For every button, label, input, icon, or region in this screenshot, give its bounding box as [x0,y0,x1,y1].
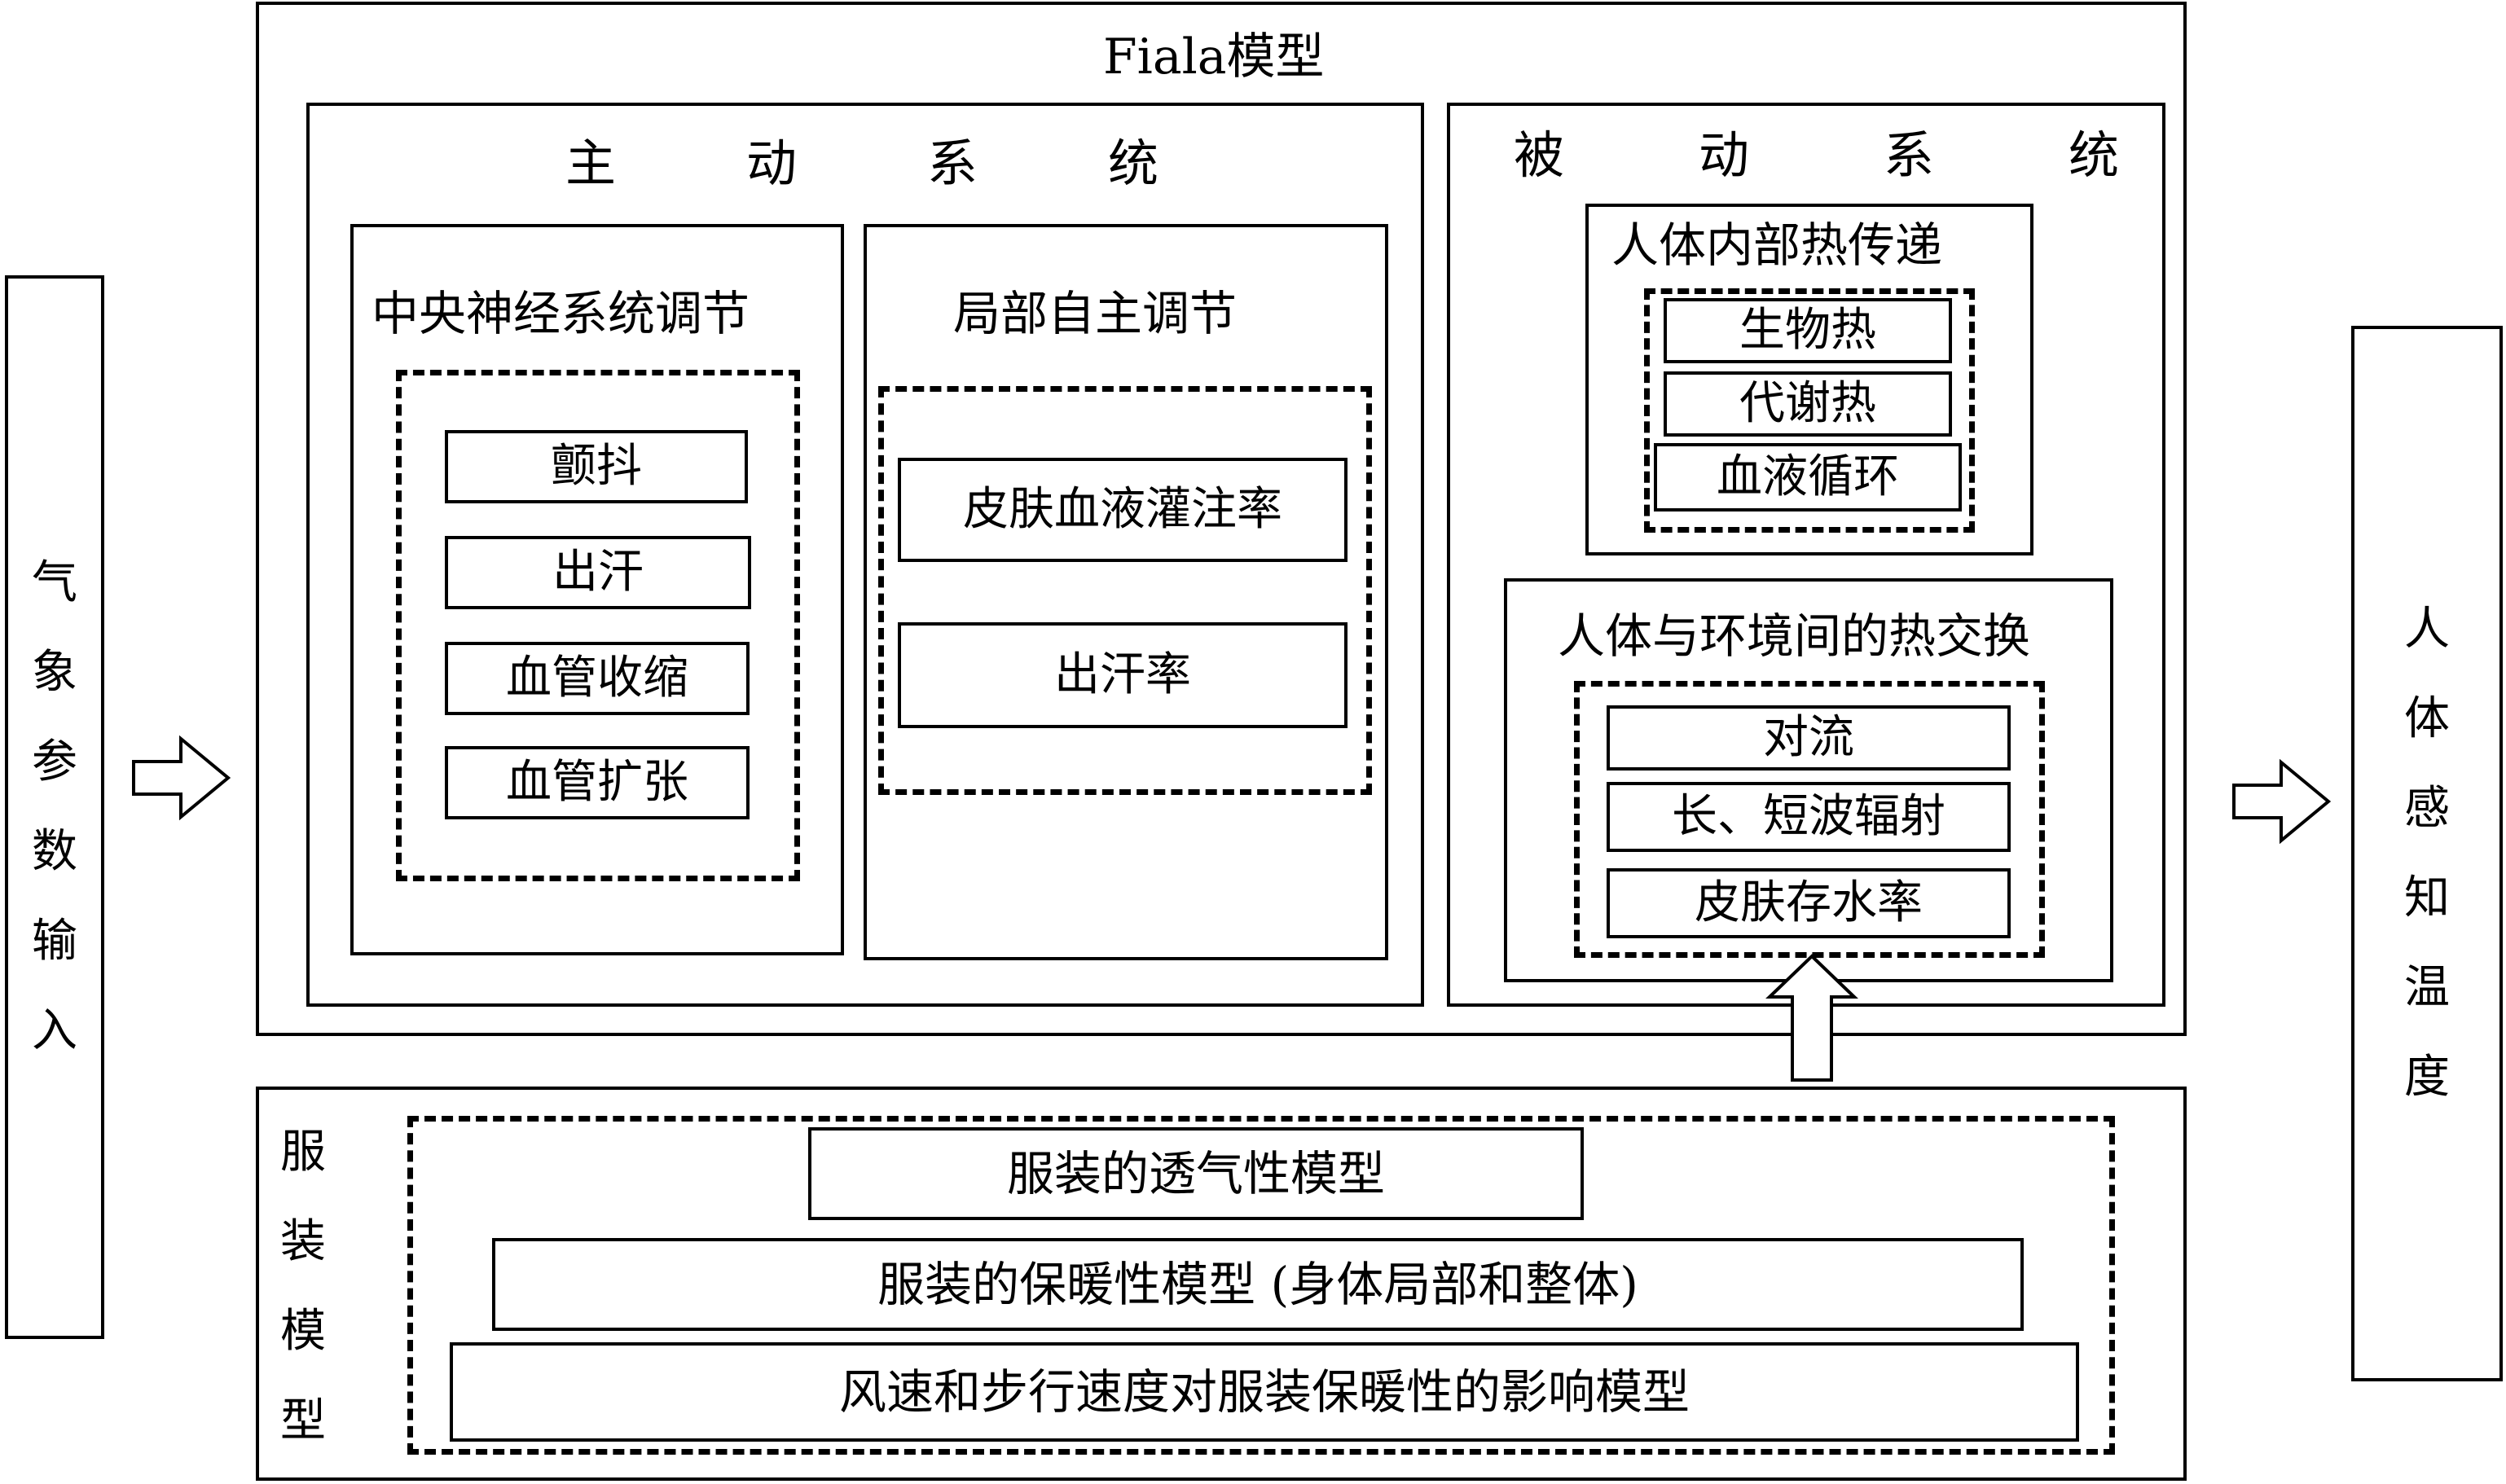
fiala-model-title: Fiala模型 [1103,29,1325,86]
list-item: 出汗率 [898,622,1348,728]
internal-heat-title: 人体内部热传递 [1611,217,1943,273]
output-char: 温 [2404,961,2450,1014]
clothing-model-group [407,1116,2115,1455]
input-char: 数 [32,825,77,878]
list-item: 风速和步行速度对服装保暖性的影响模型 [450,1342,2079,1442]
list-item: 生物热 [1664,298,1952,363]
list-item: 长、短波辐射 [1607,782,2011,852]
local-regulation-group [878,386,1372,795]
weather-input-box: 气 象 参 数 输 入 [5,275,104,1339]
perceived-temperature-box: 人 体 感 知 温 度 [2351,326,2503,1381]
input-char: 参 [32,735,77,788]
output-char: 体 [2404,692,2450,745]
internal-heat-group [1644,288,1975,533]
local-regulation-box [864,224,1388,960]
input-char: 入 [32,1004,77,1057]
heat-exchange-group [1574,681,2045,958]
passive-system-title: 被动系统 [1514,125,2120,185]
list-item: 对流 [1607,705,2011,771]
active-system-title: 主动系统 [565,134,1159,193]
output-char: 度 [2404,1051,2450,1104]
local-regulation-title: 局部自主调节 [953,286,1238,341]
central-regulation-title: 中央神经系统调节 [372,286,750,341]
list-item: 代谢热 [1664,371,1952,437]
list-item: 颤抖 [445,430,748,503]
input-char: 输 [32,915,77,968]
list-item: 血管收缩 [445,642,750,715]
output-char: 感 [2404,782,2450,835]
central-regulation-group [396,370,800,881]
input-char: 象 [32,646,77,699]
list-item: 服装的保暖性模型 (身体局部和整体) [492,1238,2024,1331]
list-item: 出汗 [445,536,751,609]
list-item: 皮肤存水率 [1607,868,2011,938]
list-item: 皮肤血液灌注率 [898,458,1348,562]
list-item: 服装的透气性模型 [808,1127,1584,1220]
up-arrow-icon [1765,954,1858,1082]
list-item: 血液循环 [1654,443,1962,511]
clothing-model-label: 服 装 模 型 [280,1126,326,1447]
heat-exchange-title: 人体与环境间的热交换 [1558,608,2031,664]
input-char: 气 [32,556,77,609]
list-item: 血管扩张 [445,746,750,819]
right-arrow-icon [132,735,231,821]
output-char: 人 [2404,603,2450,656]
output-char: 知 [2404,872,2450,924]
right-arrow-icon [2232,758,2332,845]
